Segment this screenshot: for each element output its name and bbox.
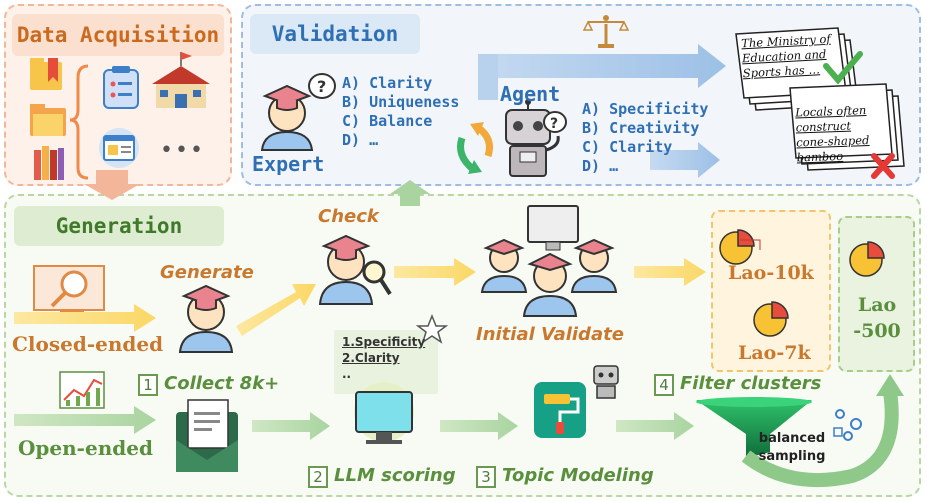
folder-stack-icon	[30, 104, 66, 136]
step-4-label: Filter clusters	[680, 373, 822, 394]
sparkle-star-icon	[415, 313, 449, 344]
expert-criterion: B) Uniqueness	[342, 93, 460, 111]
lao-10k-label: Lao-10k	[728, 262, 814, 284]
balanced-sampling-curve	[741, 390, 899, 488]
paint-roller-icon	[534, 382, 586, 438]
validate-to-dataset-arrow	[634, 258, 706, 286]
generation-title: Generation	[14, 206, 224, 246]
refresh-cycle-icon	[457, 122, 493, 174]
expert-criteria-list: A) Clarity B) Uniqueness C) Balance D) …	[342, 74, 459, 150]
pie-chart-icon	[753, 301, 789, 337]
document-stack-bad	[789, 83, 905, 171]
svg-text:?: ?	[550, 116, 558, 132]
document-good-text: The Ministry of Education and Sports has…	[740, 31, 831, 81]
clusters-icon	[833, 409, 862, 441]
agent-forward-arrow	[650, 142, 720, 178]
expert-criterion: A) Clarity	[342, 74, 433, 92]
check-label: Check	[318, 206, 379, 227]
folder-bookmark-icon	[30, 58, 62, 90]
validation-forward-arrow	[478, 44, 726, 88]
webpage-icon	[99, 128, 139, 168]
funnel-icon	[696, 397, 812, 458]
collect-to-score-arrow	[252, 412, 330, 440]
checklist-icon	[103, 66, 139, 109]
checker-person-icon	[318, 234, 374, 305]
scoring-criterion: 2.Clarity	[342, 351, 400, 365]
scoring-criteria-list: 1.Specificity 2.Clarity ..	[342, 334, 425, 382]
generator-person-icon	[178, 284, 234, 353]
agent-label: Agent	[500, 82, 561, 106]
validation-connector	[478, 54, 498, 100]
balanced-sampling-line: sampling	[758, 449, 826, 464]
scoring-criterion: 1.Specificity	[342, 335, 426, 349]
check-mark-icon	[823, 51, 863, 85]
lao-500-line: -500	[853, 320, 901, 342]
bracket-icon	[69, 64, 89, 180]
agent-criterion: A) Specificity	[582, 100, 709, 118]
step-1-number: 1	[138, 374, 158, 396]
school-building-icon	[152, 52, 210, 108]
generate-to-check-arrow	[236, 284, 316, 336]
line-chart-icon	[59, 371, 105, 409]
expert-icon	[260, 84, 314, 151]
agent-criteria-list: A) Specificity B) Creativity C) Clarity …	[582, 100, 708, 176]
document-bad-text: Locals often construct cone-shaped bambo…	[794, 103, 870, 165]
open-ended-label: Open-ended	[18, 436, 153, 460]
magnifier-icon	[362, 260, 392, 296]
data-acquisition-title: Data Acquisition	[12, 14, 224, 56]
svg-text:?: ?	[317, 77, 326, 96]
data-acquisition-title-text: Data Acquisition	[16, 23, 220, 47]
validation-title-text: Validation	[271, 22, 399, 46]
validator-group-icon	[480, 238, 618, 317]
monitor-icon	[354, 382, 414, 444]
small-robot-icon	[593, 365, 619, 399]
search-document-icon	[33, 265, 105, 314]
closed-ended-arrow	[14, 304, 156, 332]
agent-criterion: D) …	[582, 157, 619, 175]
initial-validate-label: Initial Validate	[476, 324, 624, 345]
robot-agent-icon: ?	[505, 99, 567, 177]
lao-7k-label: Lao-7k	[738, 342, 811, 364]
cross-mark-icon	[871, 153, 895, 179]
generate-label: Generate	[160, 262, 254, 283]
balanced-sampling-arrowhead	[876, 374, 904, 396]
validation-title: Validation	[250, 14, 420, 54]
pie-chart-icon	[719, 229, 761, 265]
agent-criterion: C) Clarity	[582, 138, 673, 156]
scoring-criterion: ..	[342, 367, 352, 381]
expert-criterion: D) …	[342, 131, 379, 149]
balanced-sampling-label: balanced sampling	[752, 430, 832, 466]
acquisition-down-arrow	[84, 170, 140, 200]
step-4-number: 4	[654, 374, 674, 396]
step-2-number: 2	[308, 466, 328, 488]
lao-500-label: Lao -500	[842, 292, 912, 344]
lao-500-line: Lao	[857, 294, 897, 316]
step-3-number: 3	[476, 466, 496, 488]
generation-title-text: Generation	[55, 214, 183, 238]
score-to-topic-arrow	[440, 412, 518, 440]
check-to-validate-arrow	[394, 258, 476, 286]
open-ended-arrow	[14, 406, 156, 434]
pie-chart-icon	[849, 241, 885, 277]
closed-ended-label: Closed-ended	[12, 332, 164, 356]
step-3-label: Topic Modeling	[502, 465, 654, 486]
generation-up-arrow	[390, 180, 430, 206]
agent-criterion: B) Creativity	[582, 119, 700, 137]
topic-to-filter-arrow	[616, 412, 694, 440]
balanced-sampling-line: balanced	[758, 431, 826, 446]
more-sources-ellipsis: •••	[160, 138, 205, 163]
step-1-label: Collect 8k+	[164, 373, 280, 394]
balance-scale-icon	[582, 15, 630, 48]
books-icon	[34, 146, 64, 180]
question-bubble-icon: ?	[308, 73, 336, 99]
computer-icon	[527, 205, 579, 251]
mail-envelope-icon	[176, 399, 238, 472]
lao-500-box	[838, 216, 915, 372]
expert-label: Expert	[252, 152, 325, 176]
expert-criterion: C) Balance	[342, 112, 433, 130]
step-2-label: LLM scoring	[334, 465, 456, 486]
